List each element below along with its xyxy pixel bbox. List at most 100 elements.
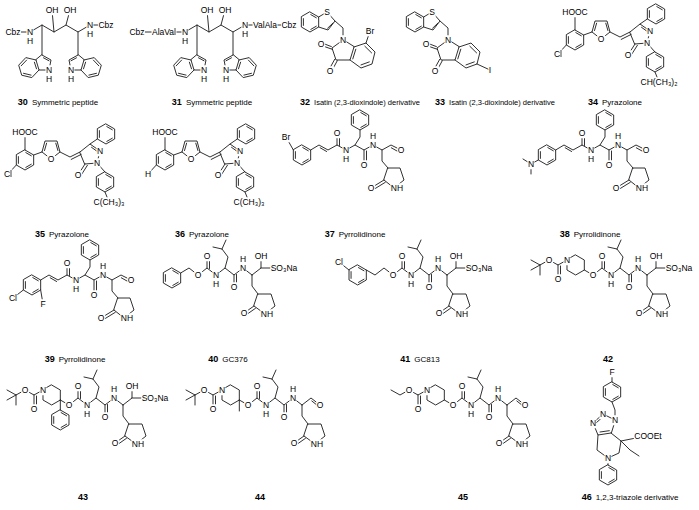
- atom-label: H: [144, 169, 151, 179]
- atom-label: O: [316, 400, 324, 410]
- atom-label: O: [612, 183, 620, 193]
- atom-label: HOOC: [12, 127, 39, 137]
- atom-label: N: [93, 158, 100, 168]
- compound-name: GC376: [222, 355, 247, 364]
- atom-label: O: [209, 404, 217, 414]
- atom-label: O: [65, 400, 73, 410]
- atom-label: O: [203, 251, 211, 261]
- atom-label: H: [110, 384, 117, 394]
- atom-label: O: [21, 385, 29, 395]
- compound-number: 45: [458, 492, 468, 502]
- atom-label: O: [554, 274, 562, 284]
- compound-name: Isatin (2,3-dioxindole) derivative: [314, 98, 420, 107]
- compound-caption: 31Symmetric peptide: [172, 90, 252, 109]
- atom-label: C(CH₃)₃: [93, 197, 125, 207]
- atom-label: H: [467, 409, 474, 419]
- atom-label: F: [40, 299, 46, 309]
- compound-name: Pyrrolidinone: [59, 355, 106, 364]
- atom-label: N: [99, 270, 106, 280]
- atom-label: O: [485, 412, 493, 422]
- compound-number: 39: [45, 354, 55, 364]
- compound-caption: 38Pyrrolidinone: [560, 222, 621, 241]
- atom-label: N: [589, 418, 596, 428]
- atom-label: O: [422, 39, 430, 49]
- atom-label: Cbz: [281, 20, 297, 30]
- compound-number: 43: [78, 492, 88, 502]
- atom-label: O: [360, 160, 368, 170]
- atom-label: O: [425, 282, 433, 292]
- atom-label: N: [611, 415, 618, 425]
- atom-label: O: [187, 154, 195, 164]
- atom-label: Cl: [334, 257, 343, 267]
- compound-number: 46: [582, 492, 592, 502]
- atom-label: N: [646, 26, 653, 36]
- atom-label: O: [200, 385, 208, 395]
- atom-label: O: [230, 282, 238, 292]
- compound-caption: 34Pyrazolone: [588, 90, 642, 109]
- compound-number: 32: [300, 97, 310, 107]
- atom-label: O: [598, 251, 606, 261]
- atom-label: H: [434, 254, 441, 264]
- atom-label: O: [101, 412, 109, 422]
- atom-label: N: [236, 146, 243, 156]
- compound-caption: 37Pyrrolidinone: [325, 222, 386, 241]
- atom-label: H: [634, 254, 641, 264]
- compound-number: 44: [255, 492, 265, 502]
- atom-label: O: [290, 438, 298, 448]
- compound-caption: 45: [458, 485, 472, 504]
- atom-label: NH: [120, 313, 133, 323]
- compound-caption: 36 Pyrazolone: [175, 222, 229, 241]
- atom-label: N: [369, 140, 376, 150]
- compound-caption: 42: [603, 347, 617, 366]
- atom-label: O: [253, 381, 261, 391]
- compound-number: 36: [175, 229, 185, 239]
- compound-number: 38: [560, 229, 570, 239]
- atom-label: I: [488, 65, 491, 75]
- atom-label: N: [434, 263, 441, 273]
- atom-label: O: [333, 128, 341, 138]
- atom-label: NH: [655, 309, 668, 319]
- compound-name: Pyrazolone: [189, 230, 229, 239]
- atom-label: O: [97, 313, 105, 323]
- atom-label: HOOC: [562, 7, 589, 17]
- compound-caption: 32 Isatin (2,3-dioxindole) derivative: [300, 90, 420, 109]
- atom-label: O: [127, 275, 135, 285]
- atom-label: H: [83, 409, 90, 419]
- atom-label: H: [200, 74, 207, 84]
- atom-label: H: [86, 29, 93, 39]
- atom-label: O: [589, 270, 597, 280]
- atom-label: N: [563, 255, 570, 265]
- atom-label: Cbz: [5, 27, 21, 37]
- atom-label: O: [244, 400, 252, 410]
- atom-label: NH: [310, 439, 323, 449]
- atom-label: OH: [218, 5, 232, 15]
- atom-label: H: [289, 384, 296, 394]
- atom-label: H: [494, 384, 501, 394]
- atom-label: CH(CH₃)₂: [640, 77, 678, 87]
- atom-label: SO₃Na: [465, 263, 493, 273]
- atom-label: O: [367, 183, 375, 193]
- atom-label: N: [599, 409, 606, 419]
- atom-label: O: [389, 270, 397, 280]
- compound-caption: 30Symmetric peptide: [18, 90, 98, 109]
- atom-label: H: [607, 279, 614, 289]
- compound-caption: 44: [255, 485, 269, 504]
- atom-label: SO₃Na: [270, 263, 298, 273]
- compound-name: Symmetric peptide: [186, 98, 252, 107]
- atom-label: OH: [254, 251, 268, 261]
- atom-label: Cl: [3, 169, 12, 179]
- atom-label: HOOC: [152, 127, 179, 137]
- atom-label: NH: [390, 183, 403, 193]
- atom-label: NH: [635, 183, 648, 193]
- atom-label: H: [212, 279, 219, 289]
- atom-label: OH: [63, 5, 77, 15]
- compound-caption: 43: [78, 485, 92, 504]
- atom-label: F: [609, 367, 615, 377]
- atom-label: Cbz: [129, 27, 145, 37]
- atom-label: O: [625, 282, 633, 292]
- atom-label: OH: [449, 251, 463, 261]
- atom-label: H: [587, 154, 594, 164]
- compound-name: Pyrazolone: [602, 98, 642, 107]
- compound-caption: 40GC376: [208, 347, 247, 366]
- compound-number: 41: [400, 354, 410, 364]
